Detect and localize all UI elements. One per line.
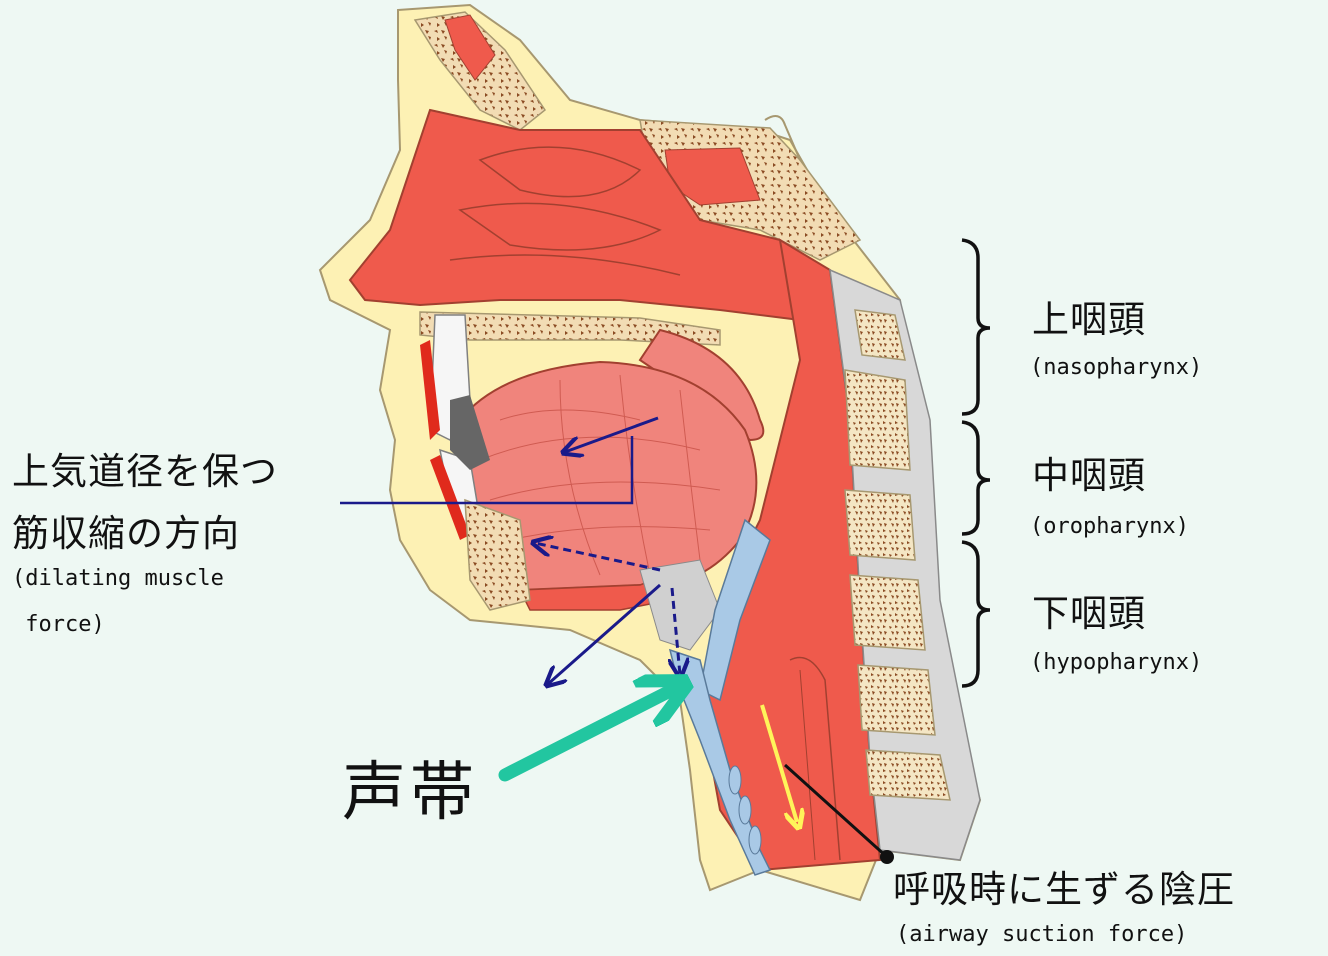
nasopharynx-label-jp: 上咽頭: [1032, 298, 1146, 342]
dilating-label-en-line2: force): [12, 610, 105, 640]
oropharynx-label-en: (oropharynx): [1030, 512, 1189, 542]
dilating-label-jp-line2: 筋収縮の方向: [12, 512, 240, 556]
dilating-label-jp-line1: 上気道径を保つ: [12, 450, 278, 494]
dilating-label-en-line1: (dilating muscle: [12, 564, 224, 594]
nasopharynx-label-en: (nasopharynx): [1030, 353, 1202, 383]
oropharynx-label-jp: 中咽頭: [1032, 454, 1146, 498]
bracket-hypopharynx: [962, 542, 990, 686]
region-brackets: [962, 240, 990, 686]
bracket-oropharynx: [962, 422, 990, 534]
hypopharynx-label-jp: 下咽頭: [1032, 592, 1146, 636]
vocal-cord-pointer-arrow: [505, 690, 672, 775]
suction-label-en: (airway suction force): [896, 920, 1187, 950]
hypopharynx-label-en: (hypopharynx): [1030, 648, 1202, 678]
suction-leader-dot: [880, 850, 894, 864]
suction-label-jp: 呼吸時に生ずる陰圧: [893, 868, 1235, 912]
bracket-nasopharynx: [962, 240, 990, 414]
vocal-cords-label: 声帯: [342, 758, 478, 828]
